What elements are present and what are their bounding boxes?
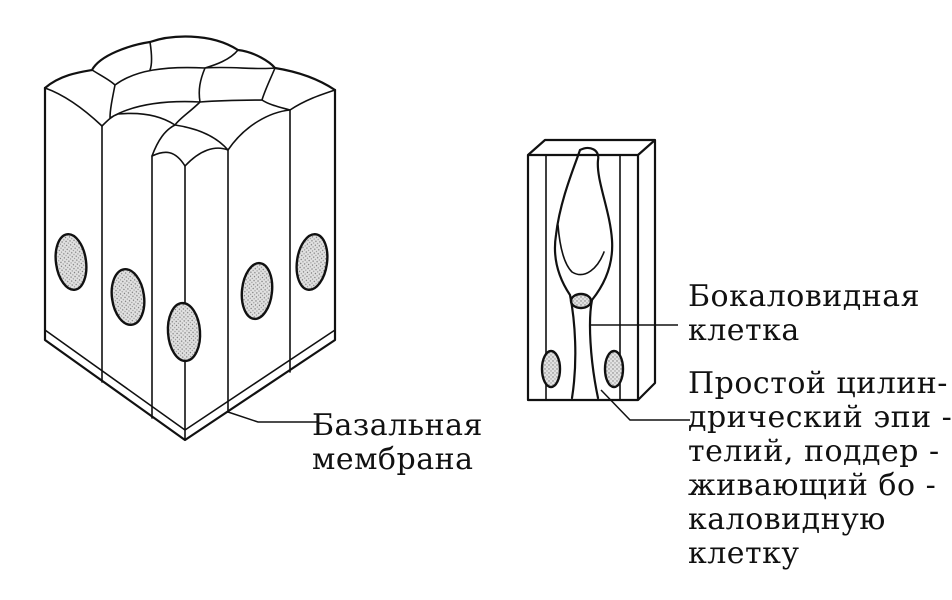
goblet-cell-inner [557, 224, 605, 276]
block-top-outline [43, 35, 337, 92]
nucleus [540, 349, 562, 389]
nucleus [54, 232, 88, 292]
basal-membrane-line-1: Базальная [312, 408, 483, 443]
nucleus [166, 301, 202, 363]
columnar-epithelium-line-3: телий, поддер - [688, 434, 940, 469]
columnar-epithelium-line-6: клетку [688, 536, 800, 571]
goblet-cell-outline [553, 146, 614, 400]
goblet-cell-line-1: Бокаловидная [688, 279, 921, 314]
goblet-cell-label: Бокаловидная клетка [688, 280, 920, 348]
basal-membrane-line-2: мембрана [312, 442, 474, 477]
block-front-outline [43, 86, 337, 442]
epithelium-block [43, 35, 337, 442]
basal-membrane-label: Базальная мембрана [312, 409, 483, 477]
columnar-epithelium-line-1: Простой цилин- [688, 366, 948, 401]
nucleus [110, 267, 146, 327]
columnar-epithelium-line-5: каловидную [688, 502, 886, 537]
basal-layer [44, 329, 336, 431]
nucleus [240, 261, 274, 321]
goblet-cell-line-2: клетка [688, 313, 800, 348]
goblet-box-outline [526, 138, 657, 402]
basal-membrane-leader [227, 411, 318, 423]
columnar-epithelium-line-4: живающий бо - [688, 468, 937, 503]
columnar-epithelium-label: Простой цилин- дрический эпи - телий, по… [688, 367, 952, 571]
columnar-epithelium-line-2: дрический эпи - [688, 400, 952, 435]
nucleus [295, 232, 329, 292]
goblet-cell-block [526, 138, 657, 402]
nucleus [603, 349, 625, 389]
block-top-cells [44, 41, 336, 167]
goblet-nucleus [569, 292, 593, 310]
columnar-epithelium-leader [600, 389, 690, 421]
